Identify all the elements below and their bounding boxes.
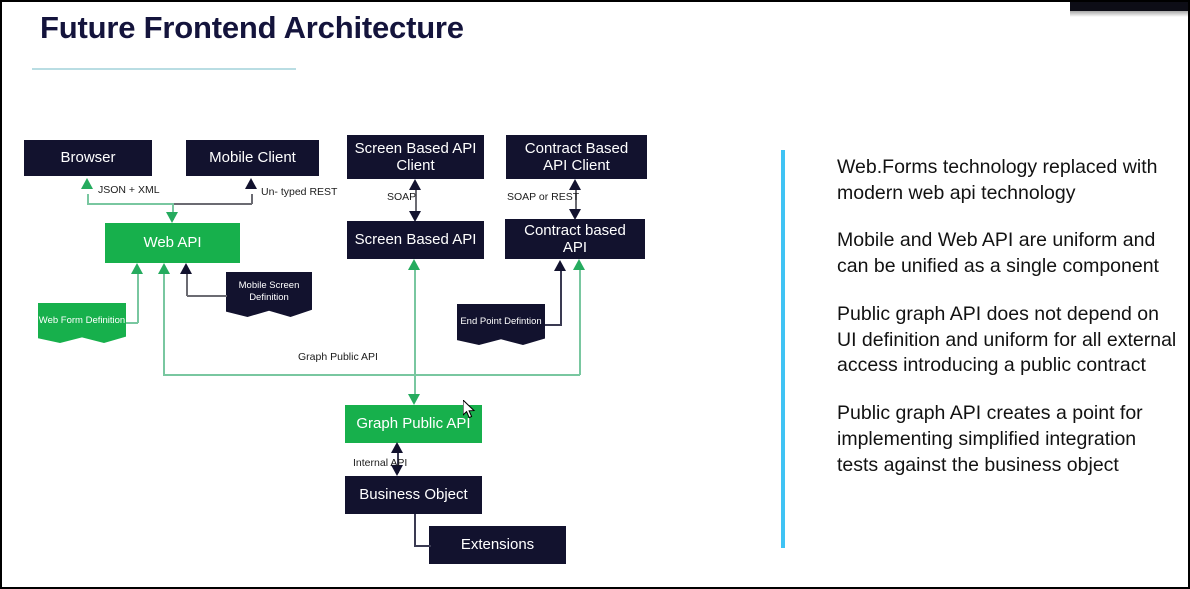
arrow-internal-api-up	[391, 442, 403, 453]
node-business-object-label: Business Object	[359, 486, 468, 504]
title-underline-rule	[32, 68, 296, 70]
edge-mobileclient-horizontal	[173, 203, 252, 205]
arrow-contract-based-api-in	[573, 259, 585, 270]
node-graph-public-api-label: Graph Public API	[356, 415, 471, 433]
note-item: Mobile and Web API are uniform and can b…	[837, 229, 1159, 278]
node-extensions[interactable]: Extensions	[429, 526, 566, 564]
edge-soap-rest-vertical	[575, 187, 577, 214]
edge-graph-bus-horizontal	[163, 374, 580, 376]
arrow-webapi-from-mobilescreen	[180, 263, 192, 274]
arrow-contract-api-from-endpoint	[554, 260, 566, 271]
arrow-screen-based-api-in	[408, 259, 420, 270]
edge-business-object-to-extensions-horizontal	[414, 545, 431, 547]
arrow-soap-rest-up	[569, 179, 581, 190]
edge-endpoint-horizontal	[545, 324, 562, 326]
edge-bus-into-graph-vertical	[414, 374, 416, 394]
edge-webapi-to-browser-horizontal	[87, 203, 173, 205]
node-contract-based-api-label: Contract based API	[524, 221, 626, 256]
edge-label-json-xml: JSON + XML	[98, 184, 160, 196]
edge-mobilescreen-vertical	[186, 274, 188, 296]
node-extensions-label: Extensions	[460, 536, 535, 554]
edge-graph-bus-riser-screen	[414, 270, 416, 375]
document-web-form-definition[interactable]: Web Form Definition	[38, 303, 126, 343]
arrow-internal-api-down	[391, 465, 403, 476]
window-toolbar-remnant	[1070, 2, 1188, 11]
arrow-mobile-client-in	[245, 178, 257, 189]
edge-webapi-to-browser-vertical	[87, 194, 89, 204]
edge-business-object-to-extensions-vertical	[414, 514, 416, 546]
document-end-point-definition[interactable]: End Point Defintion	[457, 304, 545, 345]
edge-webform-horizontal	[126, 322, 138, 324]
node-mobile-client-label: Mobile Client	[209, 149, 296, 167]
document-end-point-definition-label: End Point Defintion	[460, 316, 542, 328]
node-web-api[interactable]: Web API	[105, 223, 240, 263]
node-business-object[interactable]: Business Object	[345, 476, 482, 514]
edge-soap-vertical	[415, 187, 417, 215]
node-browser-label: Browser	[60, 149, 116, 167]
node-screen-based-api[interactable]: Screen Based API	[347, 221, 484, 259]
node-mobile-client[interactable]: Mobile Client	[186, 140, 319, 176]
node-web-api-label: Web API	[143, 234, 202, 252]
edge-label-graph-public-api: Graph Public API	[298, 351, 378, 363]
node-browser[interactable]: Browser	[24, 140, 152, 176]
edge-label-un-typed-rest: Un- typed REST	[261, 186, 338, 198]
note-item: Public graph API creates a point for imp…	[837, 402, 1143, 476]
note-item: Web.Forms technology replaced with moder…	[837, 156, 1158, 204]
node-contract-based-api-client[interactable]: Contract Based API Client	[506, 135, 647, 179]
arrow-webapi-from-graph	[158, 263, 170, 274]
edge-label-internal-api: Internal API	[353, 457, 408, 469]
edge-graph-trunk-to-webapi	[163, 274, 165, 375]
mouse-cursor-icon	[463, 400, 476, 419]
edge-webform-vertical	[137, 274, 139, 323]
node-screen-based-api-label: Screen Based API	[354, 231, 477, 249]
notes-panel: Web.Forms technology replaced with moder…	[837, 155, 1182, 478]
arrow-browser-in	[81, 178, 93, 189]
node-contract-based-api-client-label: Contract Based API Client	[524, 139, 629, 174]
edge-label-soap: SOAP	[387, 191, 417, 203]
edge-into-webapi-vertical	[172, 203, 174, 220]
window-toolbar-shadow	[1070, 11, 1188, 17]
edge-label-soap-or-rest: SOAP or REST	[507, 191, 580, 203]
arrow-soap-down	[409, 211, 421, 222]
page-title: Future Frontend Architecture	[40, 10, 464, 45]
note-item: Public graph API does not depend on UI d…	[837, 302, 1177, 377]
node-screen-based-api-client[interactable]: Screen Based API Client	[347, 135, 484, 179]
node-contract-based-api[interactable]: Contract based API	[505, 219, 645, 259]
edge-mobilescreen-horizontal	[187, 295, 227, 297]
document-web-form-definition-label: Web Form Definition	[38, 314, 126, 326]
arrow-soap-rest-down	[569, 209, 581, 220]
node-graph-public-api[interactable]: Graph Public API	[345, 405, 482, 443]
node-screen-based-api-client-label: Screen Based API Client	[354, 139, 477, 174]
arrow-webapi-from-webform	[131, 263, 143, 274]
edge-graph-bus-riser-contract	[579, 270, 581, 375]
edge-internal-api-vertical	[397, 451, 399, 473]
document-mobile-screen-definition-label: Mobile Screen Definition	[238, 280, 300, 303]
edge-endpoint-vertical	[560, 271, 562, 325]
document-mobile-screen-definition[interactable]: Mobile Screen Definition	[226, 272, 312, 317]
edge-mobileclient-vertical	[251, 194, 253, 204]
arrow-graph-public-api-in	[408, 394, 420, 405]
arrow-webapi-in	[166, 212, 178, 223]
notes-accent-bar	[781, 150, 785, 548]
arrow-soap-up	[409, 179, 421, 190]
